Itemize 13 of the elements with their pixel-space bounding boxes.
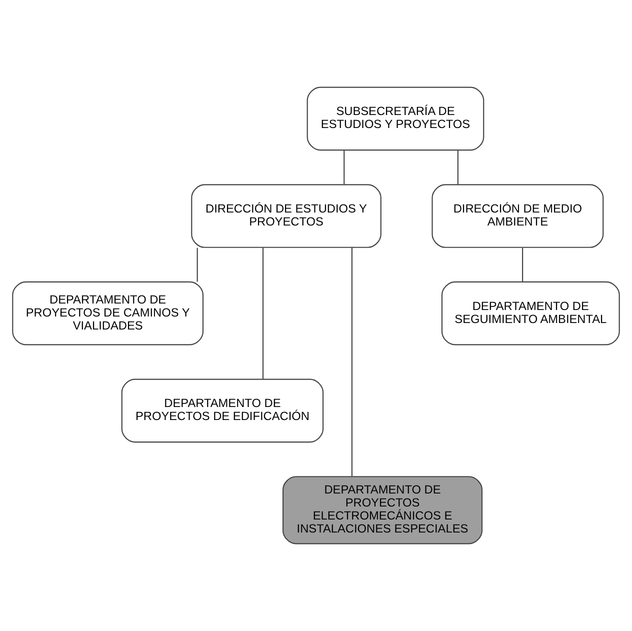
connector: [351, 248, 352, 476]
connector: [196, 248, 198, 282]
node-box: DIRECCIÓN DE ESTUDIOS Y PROYECTOS: [191, 184, 382, 248]
node-box: DEPARTAMENTO DE SEGUIMIENTO AMBIENTAL: [441, 281, 620, 346]
node-box: DEPARTAMENTO DE PROYECTOS DE EDIFICACIÓN: [121, 378, 324, 443]
connector: [522, 248, 524, 282]
node-box: DEPARTAMENTO DE PROYECTOS ELECTROMECÁNICOS E INSTALACIONES ESPECIALES: [282, 476, 483, 544]
connector: [457, 150, 458, 184]
node-box: DEPARTAMENTO DE PROYECTOS DE CAMINOS Y VIALIDADES: [12, 281, 204, 346]
connector: [262, 248, 264, 380]
node-box: DIRECCIÓN DE MEDIO AMBIENTE: [432, 184, 604, 248]
node-box: SUBSECRETARÍA DE ESTUDIOS Y PROYECTOS: [306, 86, 484, 151]
connector: [344, 150, 345, 184]
